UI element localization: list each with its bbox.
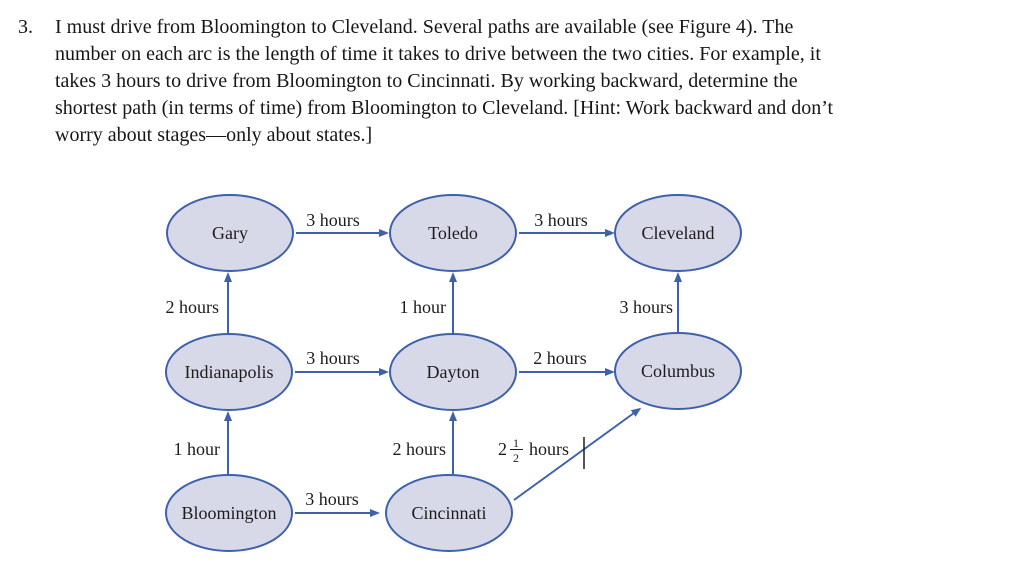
node-label: Cleveland (642, 223, 715, 243)
node-indianapolis: Indianapolis (165, 333, 293, 411)
node-ellipse (385, 474, 513, 552)
edge-label-cincinnati-columbus: 2 1 2 hours (498, 436, 585, 469)
node-gary: Gary (166, 194, 294, 272)
node-label: Gary (212, 223, 248, 243)
problem-number: 3. (18, 16, 33, 38)
problem-text: I must drive from Bloomington to Clevela… (55, 14, 900, 149)
node-ellipse (166, 194, 294, 272)
node-ellipse (389, 194, 517, 272)
node-dayton: Dayton (389, 333, 517, 411)
node-label: Dayton (427, 362, 480, 382)
node-ellipse (614, 194, 742, 272)
node-ellipse (165, 474, 293, 552)
node-columbus: Columbus (614, 332, 742, 410)
edge-label-toledo-cleveland: 3 hours (534, 210, 588, 230)
edge-label-bloomington-indianapolis: 1 hour (174, 439, 221, 459)
edge-label-dayton-toledo: 1 hour (400, 297, 447, 317)
fraction-denominator: 2 (513, 451, 519, 465)
problem-text-line: number on each arc is the length of time… (55, 43, 821, 65)
node-cleveland: Cleveland (614, 194, 742, 272)
edge-label-dayton-columbus: 2 hours (533, 348, 587, 368)
edge-label-cincinnati-dayton: 2 hours (393, 439, 447, 459)
node-label: Bloomington (181, 503, 276, 523)
edge-label-columbus-cleveland: 3 hours (620, 297, 674, 317)
node-label: Cincinnati (412, 503, 487, 523)
node-bloomington: Bloomington (165, 474, 293, 552)
node-cincinnati: Cincinnati (385, 474, 513, 552)
fraction-numerator: 1 (513, 436, 519, 450)
fraction-unit: hours (529, 439, 569, 459)
arrow-cincinnati-columbus (513, 407, 642, 501)
problem-text-line: worry about stages—only about states.] (55, 124, 373, 146)
problem-text-line: shortest path (in terms of time) from Bl… (55, 97, 834, 119)
edge-label-indianapolis-dayton: 3 hours (306, 348, 360, 368)
node-label: Toledo (428, 223, 478, 243)
edge-label-indianapolis-gary: 2 hours (166, 297, 220, 317)
problem-text-line: I must drive from Bloomington to Clevela… (55, 16, 794, 38)
problem-text-line: takes 3 hours to drive from Bloomington … (55, 70, 798, 92)
node-ellipse (614, 332, 742, 410)
node-toledo: Toledo (389, 194, 517, 272)
fraction-whole: 2 (498, 439, 507, 459)
node-label: Indianapolis (185, 362, 274, 382)
node-ellipse (389, 333, 517, 411)
node-label: Columbus (641, 361, 715, 381)
edge-label-gary-toledo: 3 hours (306, 210, 360, 230)
edge-label-bloomington-cincinnati: 3 hours (305, 489, 359, 509)
problem-statement: 3. I must drive from Bloomington to Clev… (18, 14, 900, 149)
node-ellipse (165, 333, 293, 411)
